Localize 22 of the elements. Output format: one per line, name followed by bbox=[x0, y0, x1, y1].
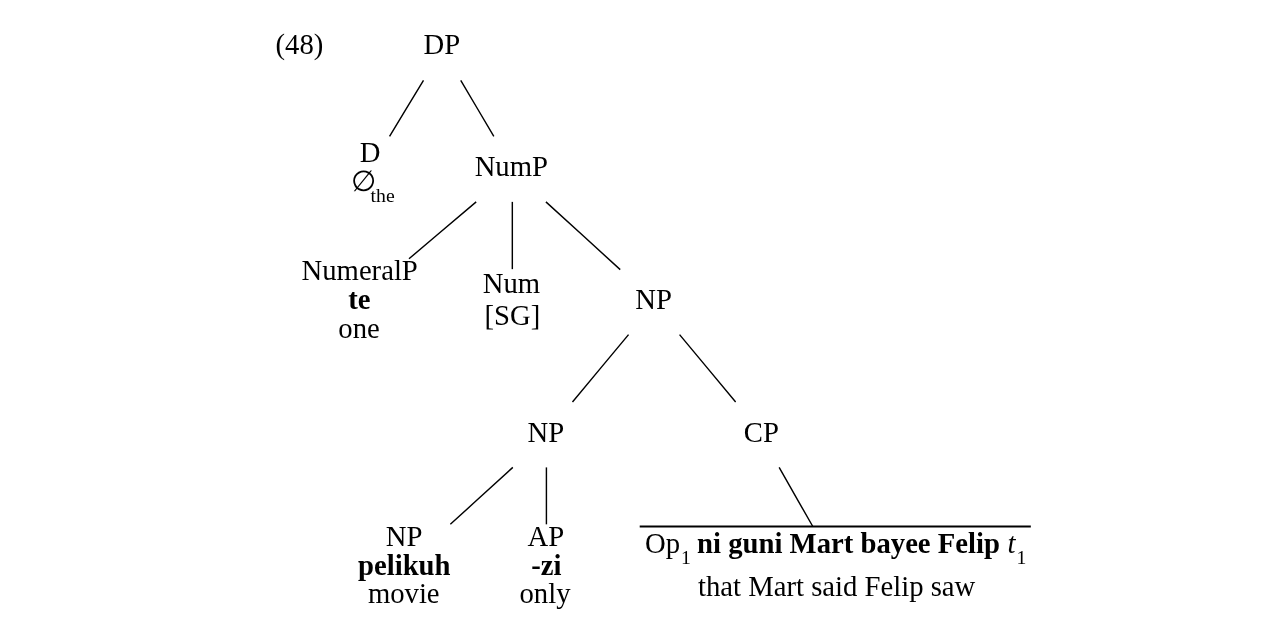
connector bbox=[571, 333, 629, 403]
node-text: NumeralP te one bbox=[301, 254, 418, 344]
node-text: D ∅$_{the}$ bbox=[350, 135, 395, 206]
node-text: NumP bbox=[474, 150, 548, 183]
connector bbox=[777, 466, 813, 527]
node-text: AP -zi only bbox=[519, 519, 571, 610]
node-text: NP bbox=[634, 283, 672, 316]
connector bbox=[678, 333, 736, 403]
node-text: NP bbox=[527, 415, 564, 448]
connector bbox=[511, 201, 513, 270]
connector bbox=[459, 79, 495, 138]
connector bbox=[388, 79, 424, 138]
connector bbox=[449, 466, 514, 526]
connector bbox=[544, 201, 621, 271]
node-text: NP pelikuh movie bbox=[357, 519, 451, 610]
node-text: CP bbox=[743, 415, 779, 448]
node-text: DP bbox=[423, 28, 460, 61]
label: (48) bbox=[275, 28, 323, 61]
connector bbox=[407, 201, 477, 260]
node-text: Op$_{1}$ ni guni Mart bayee Felip t$_{1}$ that Mart said Felip saw bbox=[644, 527, 1026, 603]
connector bbox=[545, 466, 547, 526]
node-text: Num [SG] bbox=[482, 266, 540, 332]
